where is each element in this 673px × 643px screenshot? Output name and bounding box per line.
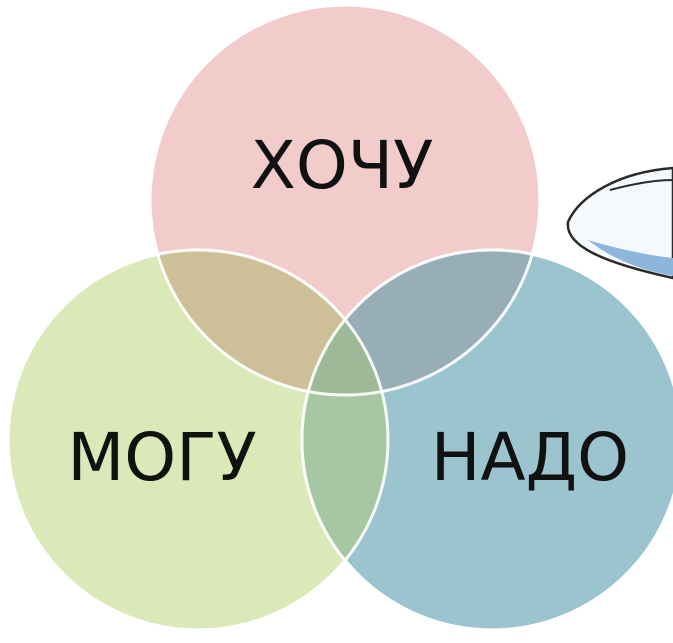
label-nado: НАДО xyxy=(431,419,629,496)
label-mogu: МОГУ xyxy=(67,419,256,496)
overlap-hochu-mogu xyxy=(150,250,388,395)
paper-boat-decoration xyxy=(566,166,673,280)
overlap-hochu-nado xyxy=(302,250,540,395)
label-hochu: ХОЧУ xyxy=(251,127,434,204)
